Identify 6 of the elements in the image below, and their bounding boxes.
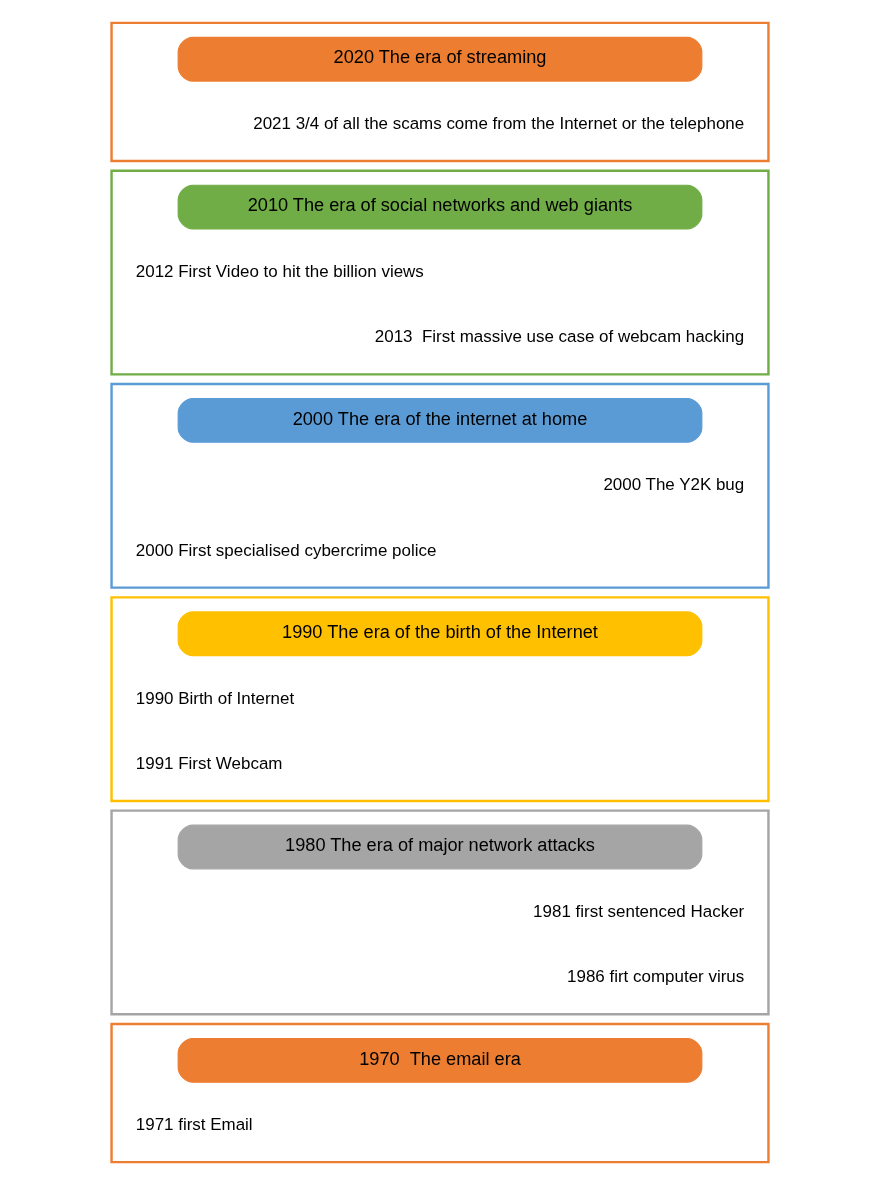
node-box: 2020 The era of streaming — [177, 36, 703, 82]
node-box: 1970 The email era — [177, 1037, 703, 1083]
node-box: 1990 The era of the birth of the Internet — [177, 611, 703, 657]
node-box: 2010 The era of social networks and web giants — [177, 184, 703, 230]
node-box: 1980 The era of major network attacks — [177, 824, 703, 870]
node-box: 2000 The era of the internet at home — [177, 397, 703, 443]
